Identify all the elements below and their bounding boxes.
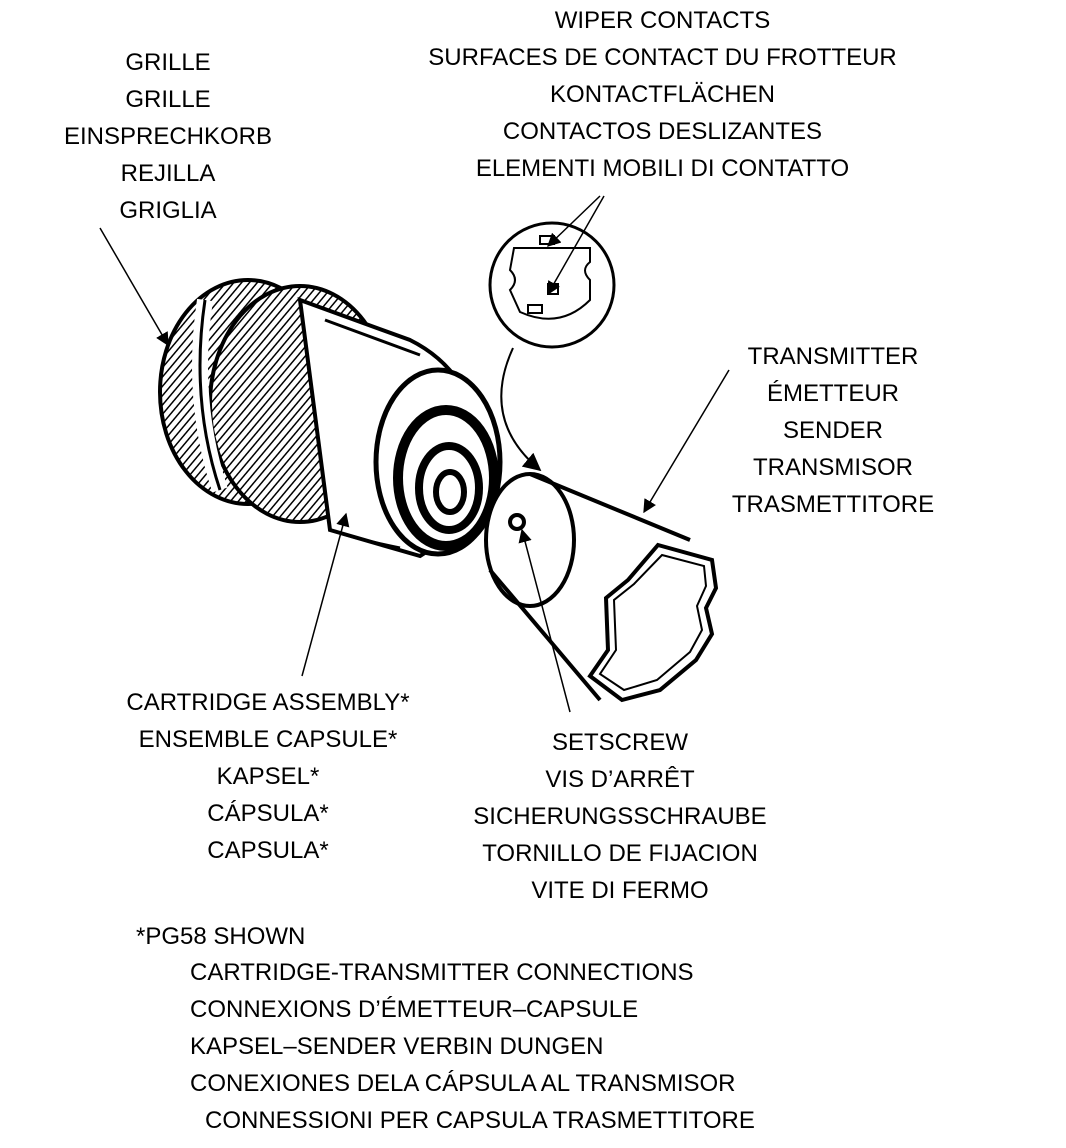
pg58-footnote: *PG58 SHOWN xyxy=(136,923,306,950)
wiper-contacts-detail xyxy=(488,221,616,472)
cartridge-assembly-label: CARTRIDGE ASSEMBLY* ENSEMBLE CAPSULE* KA… xyxy=(126,689,410,864)
grille-label: GRILLE GRILLE EINSPRECHKORB REJILLA GRIG… xyxy=(63,49,273,224)
wiper-contacts-label: WIPER CONTACTS SURFACES DE CONTACT DU FR… xyxy=(428,7,897,182)
transmitter-label: TRANSMITTER ÉMETTEUR SENDER TRANSMISOR T… xyxy=(731,343,935,518)
transmitter xyxy=(484,472,719,703)
cartridge-assembly xyxy=(297,296,503,559)
leader-lines xyxy=(99,195,730,713)
connections-caption: CARTRIDGE-TRANSMITTER CONNECTIONS CONNEX… xyxy=(190,959,755,1134)
setscrew-label: SETSCREW VIS D’ARRÊT SICHERUNGSSCHRAUBE … xyxy=(473,729,767,904)
